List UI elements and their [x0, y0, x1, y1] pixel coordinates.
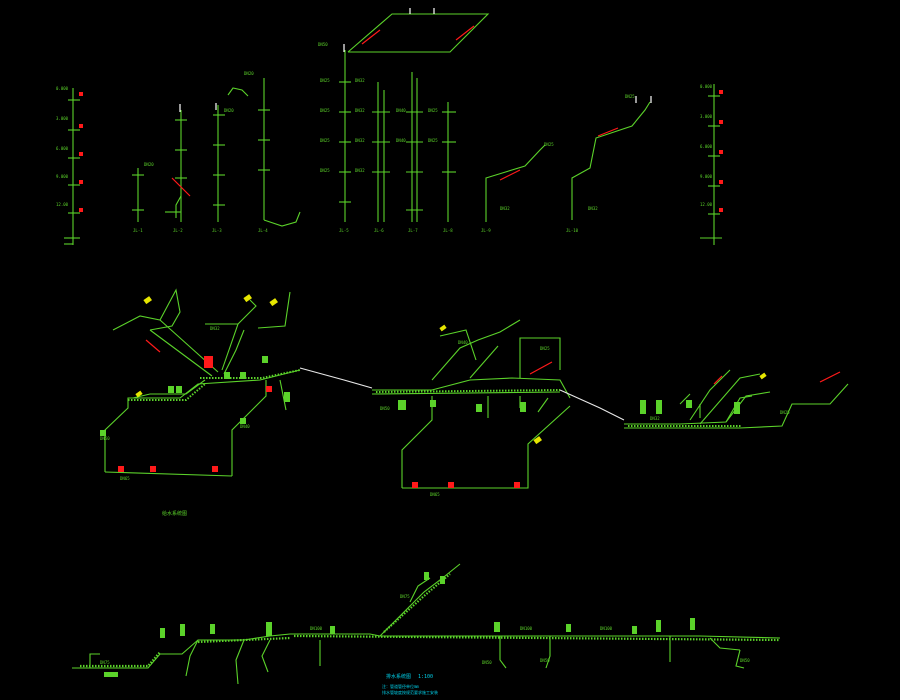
- svg-text:DN20: DN20: [244, 71, 254, 76]
- svg-text:9.000: 9.000: [56, 174, 69, 179]
- svg-text:DN32: DN32: [355, 108, 365, 113]
- riser-8-angled: [485, 144, 546, 222]
- middle-caption: 给水系统图: [162, 510, 187, 517]
- riser-label-2: JL-2: [173, 228, 183, 233]
- svg-text:DN25: DN25: [428, 108, 438, 113]
- riser-top-run: [347, 13, 490, 53]
- riser-diagrams-group: [64, 13, 722, 245]
- riser-left-outer: [64, 88, 80, 245]
- riser-label-5: JL-5: [339, 228, 349, 233]
- svg-text:DN25: DN25: [428, 138, 438, 143]
- svg-text:DN32: DN32: [500, 206, 510, 211]
- svg-text:DN100: DN100: [310, 626, 323, 631]
- svg-text:DN25: DN25: [544, 142, 554, 147]
- svg-text:DN40: DN40: [240, 424, 250, 429]
- riser-label-10: JL-10: [566, 228, 579, 233]
- svg-text:DN32: DN32: [650, 416, 660, 421]
- riser-4: [339, 50, 351, 222]
- riser-9-angled: [571, 101, 651, 220]
- svg-text:DN20: DN20: [144, 162, 154, 167]
- middle-hatched-sections: [128, 369, 742, 427]
- riser-7: [442, 102, 456, 222]
- riser-white-ticks: [179, 8, 652, 112]
- svg-text:6.000: 6.000: [56, 146, 69, 151]
- riser-red-markers: [79, 90, 723, 212]
- svg-text:DN25: DN25: [320, 168, 330, 173]
- svg-text:DN75: DN75: [100, 660, 110, 665]
- riser-5: [372, 82, 390, 222]
- svg-text:DN40: DN40: [396, 108, 406, 113]
- riser-label-9: JL-9: [481, 228, 491, 233]
- svg-text:3.000: 3.000: [56, 116, 69, 121]
- svg-text:6.000: 6.000: [700, 144, 713, 149]
- middle-red-lines: [145, 339, 841, 385]
- svg-text:3.000: 3.000: [700, 114, 713, 119]
- svg-text:DN32: DN32: [210, 326, 220, 331]
- riser-label-6: JL-6: [374, 228, 384, 233]
- riser-6: [406, 72, 423, 222]
- svg-text:DN40: DN40: [458, 340, 468, 345]
- riser-3: [213, 105, 225, 222]
- bottom-hatched-sections: [80, 573, 781, 668]
- svg-text:DN32: DN32: [355, 168, 365, 173]
- svg-text:DN25: DN25: [320, 78, 330, 83]
- svg-text:12.00: 12.00: [56, 202, 69, 207]
- bottom-title: 排水系统图: [386, 673, 411, 680]
- svg-text:DN32: DN32: [355, 78, 365, 83]
- svg-text:12.00: 12.00: [700, 202, 713, 207]
- bottom-note-2: 排水管坡度按规范要求施工安装: [382, 689, 438, 695]
- riser-annotations: 0.000 3.000 6.000 9.000 12.00 0.000 3.000 6.…: [56, 42, 713, 211]
- svg-text:DN65: DN65: [120, 476, 130, 481]
- svg-text:DN32: DN32: [355, 138, 365, 143]
- riser-label-8: JL-8: [443, 228, 453, 233]
- svg-text:DN20: DN20: [224, 108, 234, 113]
- riser-label-4: JL-4: [258, 228, 268, 233]
- riser-right-outer: [700, 84, 722, 245]
- svg-text:DN25: DN25: [625, 94, 635, 99]
- riser-with-branch: [165, 110, 187, 222]
- svg-text:DN50: DN50: [380, 406, 390, 411]
- svg-text:DN50: DN50: [540, 658, 550, 663]
- svg-text:0.000: 0.000: [56, 86, 69, 91]
- svg-text:DN100: DN100: [520, 626, 533, 631]
- middle-red-markers: [118, 356, 520, 488]
- svg-text:DN25: DN25: [320, 138, 330, 143]
- svg-text:DN100: DN100: [600, 626, 613, 631]
- svg-text:DN50: DN50: [740, 658, 750, 663]
- svg-text:0.000: 0.000: [700, 84, 713, 89]
- riser-label-1: JL-1: [133, 228, 143, 233]
- bottom-annotation-blocks: [104, 572, 695, 677]
- riser-short-1: [132, 168, 144, 222]
- svg-text:DN25: DN25: [320, 108, 330, 113]
- riser-label-3: JL-3: [212, 228, 222, 233]
- svg-text:DN65: DN65: [430, 492, 440, 497]
- riser-labels: JL-1 JL-2 JL-3 JL-4 JL-5 JL-6 JL-7 JL-8 …: [133, 228, 579, 233]
- svg-text:DN50: DN50: [482, 660, 492, 665]
- riser-label-7: JL-7: [408, 228, 418, 233]
- middle-isometric-group: [104, 288, 849, 489]
- riser-red-diagonals: [171, 25, 619, 197]
- riser-curved-pipe: [227, 78, 301, 227]
- svg-text:DN25: DN25: [780, 410, 790, 415]
- middle-white-connectors: [299, 367, 625, 421]
- svg-text:DN50: DN50: [100, 436, 110, 441]
- bottom-scale: 1:100: [418, 674, 433, 680]
- bottom-note-1: 注：管道管径单位mm: [382, 683, 419, 689]
- svg-text:9.000: 9.000: [700, 174, 713, 179]
- svg-text:DN40: DN40: [396, 138, 406, 143]
- svg-text:DN32: DN32: [588, 206, 598, 211]
- svg-text:DN50: DN50: [318, 42, 328, 47]
- svg-text:DN25: DN25: [540, 346, 550, 351]
- middle-yellow-markers: [135, 294, 767, 445]
- svg-text:DN75: DN75: [400, 594, 410, 599]
- middle-annotation-blocks: [100, 356, 740, 436]
